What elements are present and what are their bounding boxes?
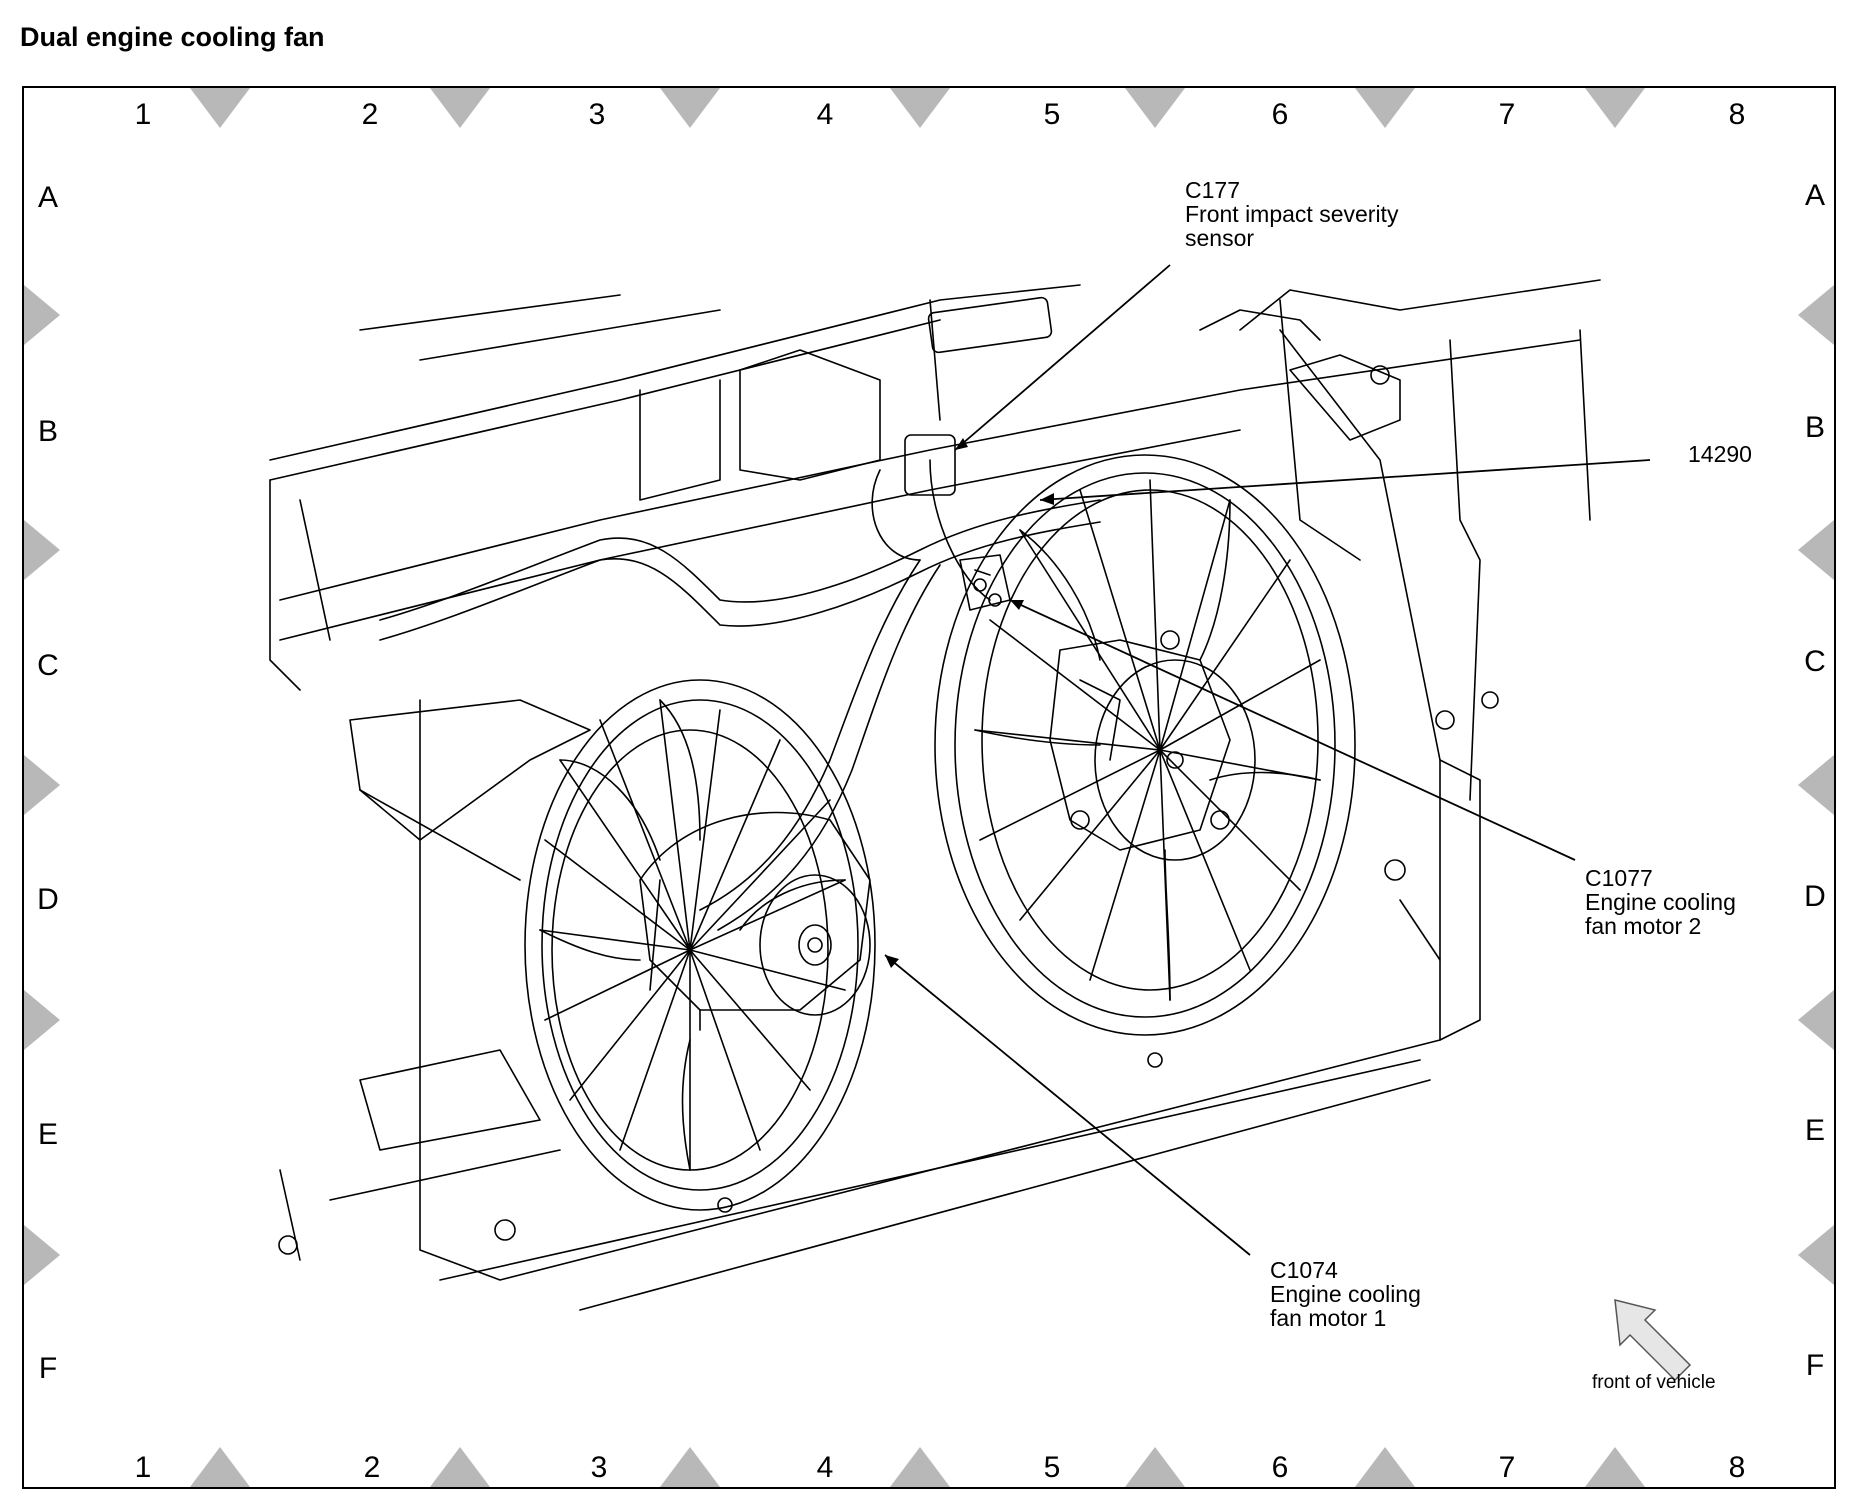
connector-desc-line1: Front impact severity bbox=[1185, 201, 1399, 227]
grid-col-bottom-2: 2 bbox=[363, 1451, 381, 1484]
page-title: Dual engine cooling fan bbox=[20, 22, 325, 52]
grid-row-right-f: F bbox=[1805, 1349, 1825, 1382]
grid-row-left-e: E bbox=[37, 1118, 58, 1151]
connector-id: C177 bbox=[1185, 177, 1240, 203]
grid-row-left-f: F bbox=[38, 1352, 58, 1385]
grid-row-left-d: D bbox=[37, 883, 59, 916]
grid-col-top-8: 8 bbox=[1728, 98, 1746, 131]
grid-col-top-6: 6 bbox=[1271, 98, 1289, 131]
grid-row-right-c: C bbox=[1804, 645, 1826, 678]
grid-row-right-b: B bbox=[1804, 411, 1825, 444]
connector-desc-line2: fan motor 2 bbox=[1585, 913, 1702, 939]
connector-id: C1074 bbox=[1270, 1257, 1338, 1283]
grid-row-left-b: B bbox=[37, 415, 58, 448]
grid-col-bottom-8: 8 bbox=[1728, 1451, 1746, 1484]
grid-col-bottom-6: 6 bbox=[1271, 1451, 1289, 1484]
callout-c1077: C1077 Engine cooling fan motor 2 bbox=[1585, 866, 1736, 938]
grid-col-top-4: 4 bbox=[816, 98, 834, 131]
part-number: 14290 bbox=[1688, 441, 1752, 467]
grid-col-bottom-5: 5 bbox=[1043, 1451, 1061, 1484]
callout-c1074: C1074 Engine cooling fan motor 1 bbox=[1270, 1258, 1421, 1330]
grid-col-top-3: 3 bbox=[588, 98, 606, 131]
grid-row-left-c: C bbox=[37, 649, 59, 682]
arrow-icon bbox=[1614, 1299, 1692, 1382]
grid-markers bbox=[24, 88, 1834, 1487]
grid-col-top-7: 7 bbox=[1498, 98, 1516, 131]
grid-col-top-2: 2 bbox=[361, 98, 379, 131]
callout-14290: 14290 bbox=[1688, 442, 1752, 466]
grid-col-bottom-3: 3 bbox=[590, 1451, 608, 1484]
connector-desc-line1: Engine cooling bbox=[1270, 1281, 1421, 1307]
grid-row-left-a: A bbox=[37, 181, 58, 214]
callout-c177: C177 Front impact severity sensor bbox=[1185, 178, 1398, 250]
grid-row-right-a: A bbox=[1804, 179, 1825, 212]
grid-col-bottom-4: 4 bbox=[816, 1451, 834, 1484]
connector-desc-line2: fan motor 1 bbox=[1270, 1305, 1387, 1331]
grid-row-right-d: D bbox=[1804, 880, 1826, 913]
grid-col-top-5: 5 bbox=[1043, 98, 1061, 131]
connector-desc-line2: sensor bbox=[1185, 225, 1255, 251]
grid-col-top-1: 1 bbox=[134, 98, 152, 131]
connector-desc-line1: Engine cooling bbox=[1585, 889, 1736, 915]
grid-col-bottom-7: 7 bbox=[1498, 1451, 1516, 1484]
diagram-frame bbox=[22, 86, 1836, 1489]
grid-col-bottom-1: 1 bbox=[134, 1451, 152, 1484]
connector-id: C1077 bbox=[1585, 865, 1653, 891]
grid-row-right-e: E bbox=[1804, 1114, 1825, 1147]
front-of-vehicle-label: front of vehicle bbox=[1592, 1372, 1716, 1393]
